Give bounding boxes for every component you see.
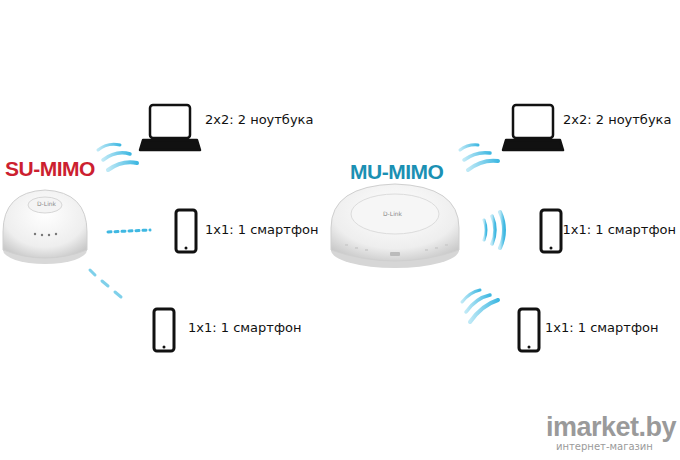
logo-text: D-Link <box>37 200 56 207</box>
access-point-mu <box>331 184 459 268</box>
smartphone-icon <box>154 210 561 351</box>
laptop-icon <box>140 105 200 150</box>
heading: MU-MIMO <box>350 160 443 184</box>
heading: SU-MIMO <box>5 157 95 181</box>
logo-text: D-Link <box>383 210 402 217</box>
client-label: 1x1: 1 смартфон <box>545 320 658 336</box>
wifi-waves <box>90 144 150 297</box>
client-label: 2x2: 2 ноутбука <box>205 112 313 128</box>
client-label: 1x1: 1 смартфон <box>188 320 301 336</box>
watermark: imarket.by <box>546 412 676 442</box>
client-label: 1x1: 1 смартфон <box>563 222 676 238</box>
client-label: 2x2: 2 ноутбука <box>563 112 671 128</box>
client-label: 1x1: 1 смартфон <box>205 222 318 238</box>
watermark-subtitle: интернет-магазин <box>556 441 653 453</box>
access-point-su <box>3 190 87 264</box>
wifi-waves <box>460 145 504 322</box>
laptop-icon <box>503 105 563 150</box>
